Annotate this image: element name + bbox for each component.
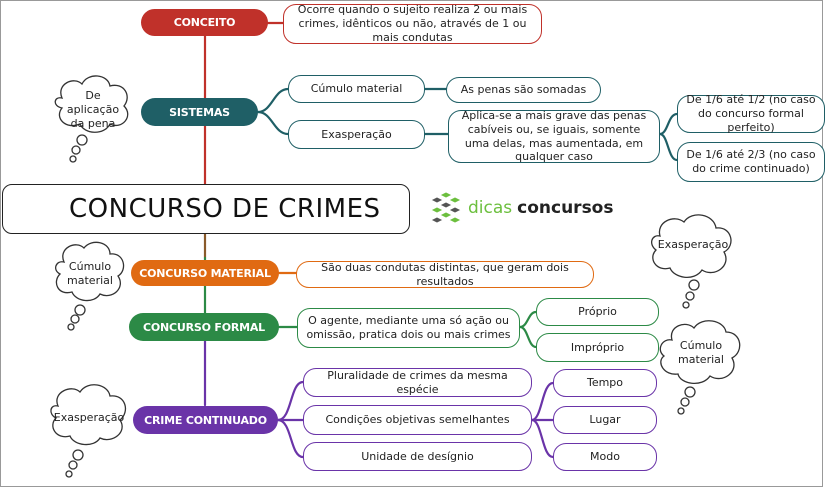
sistemas-link-exasp bbox=[256, 110, 290, 136]
cont-sub-link-3 bbox=[530, 418, 555, 459]
continuado-item-condicoes: Condições objetivas semelhantes bbox=[303, 405, 532, 435]
continuado-item-pluralidade: Pluralidade de crimes da mesma espécie bbox=[303, 368, 532, 397]
node-concurso-formal: CONCURSO FORMAL bbox=[129, 313, 279, 341]
exasp-sub2-link bbox=[658, 132, 679, 162]
concurso-material-description: São duas condutas distintas, que geram d… bbox=[296, 261, 594, 288]
formal-proprio-box: Próprio bbox=[536, 298, 659, 326]
exasperacao-formal-range: De 1/6 até 1/2 (no caso do concurso form… bbox=[677, 93, 825, 134]
continuado-sub-tempo: Tempo bbox=[553, 369, 657, 397]
exasp-sub1-link bbox=[658, 112, 679, 136]
cloud-material-text: Cúmulo material bbox=[67, 260, 113, 287]
exasperacao-continuado-range: De 1/6 até 2/3 (no caso do crime continu… bbox=[677, 142, 825, 182]
continuado-item-unidade: Unidade de desígnio bbox=[303, 442, 532, 471]
node-conceito: CONCEITO bbox=[141, 9, 268, 36]
formal-improprio-link bbox=[518, 325, 538, 349]
cumulo-material-description: As penas são somadas bbox=[446, 77, 601, 103]
cloud-continuado bbox=[50, 384, 127, 478]
cloud-improprio bbox=[659, 320, 741, 415]
formal-proprio-link bbox=[518, 310, 538, 329]
cont-sub-link-1 bbox=[530, 381, 555, 422]
logo-word-concursos: concursos bbox=[517, 198, 614, 218]
node-concurso-material: CONCURSO MATERIAL bbox=[131, 260, 279, 286]
conceito-description: Ocorre quando o sujeito realiza 2 ou mai… bbox=[283, 3, 542, 44]
cloud-continuado-text: Exasperação bbox=[53, 411, 125, 425]
logo-word-dicas: dicas bbox=[468, 198, 513, 218]
cloud-material bbox=[54, 241, 125, 331]
continuado-sub-modo: Modo bbox=[553, 443, 657, 471]
sistemas-link-cumulo bbox=[256, 87, 290, 114]
cloud-sistemas bbox=[54, 75, 129, 163]
formal-improprio-box: Impróprio bbox=[536, 333, 659, 362]
cont-link-3 bbox=[276, 418, 305, 459]
cloud-proprio-text: Exasperação bbox=[657, 238, 729, 252]
continuado-sub-lugar: Lugar bbox=[553, 406, 657, 434]
cont-link-1 bbox=[276, 380, 305, 422]
cloud-improprio-text: Cúmulo material bbox=[678, 339, 724, 366]
exasperacao-description: Aplica-se a mais grave das penas cabívei… bbox=[448, 109, 660, 163]
node-sistemas: SISTEMAS bbox=[141, 98, 258, 126]
node-crime-continuado: CRIME CONTINUADO bbox=[133, 406, 278, 434]
exasperacao-box: Exasperação bbox=[288, 120, 425, 149]
concurso-formal-description: O agente, mediante uma só ação ou omissã… bbox=[297, 308, 520, 348]
cloud-proprio bbox=[650, 214, 732, 309]
cumulo-material-box: Cúmulo material bbox=[288, 75, 425, 103]
main-title: CONCURSO DE CRIMES bbox=[2, 184, 410, 234]
cloud-sistemas-text: De aplicação da pena bbox=[66, 89, 120, 130]
cube-grid-icon bbox=[430, 191, 462, 224]
